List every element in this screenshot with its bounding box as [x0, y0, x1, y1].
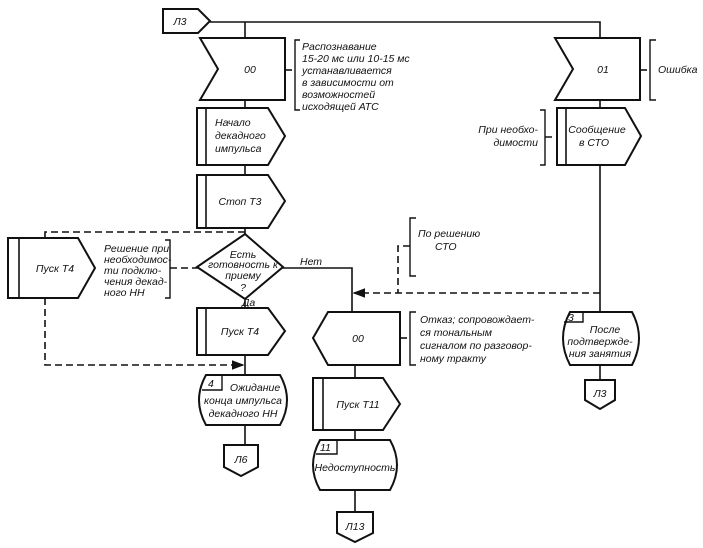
state-3: 3 После подтвержде- ния занятия [562, 311, 640, 366]
svg-text:3: 3 [568, 312, 574, 324]
connector-l13: Л13 [336, 511, 374, 544]
comment-sto-decision: По решению СТО [409, 217, 480, 277]
svg-text:чения декад-: чения декад- [104, 276, 168, 288]
svg-text:Л3: Л3 [592, 388, 606, 400]
svg-text:возможностей: возможностей [302, 89, 375, 101]
svg-text:?: ? [240, 282, 246, 294]
task-stop-t3: Стоп Т3 [196, 174, 287, 229]
svg-text:Есть: Есть [230, 249, 257, 261]
svg-text:Пуск Т4: Пуск Т4 [36, 263, 74, 275]
svg-text:00: 00 [244, 64, 256, 76]
svg-text:Отказ; сопровождает-: Отказ; сопровождает- [420, 314, 535, 326]
svg-text:необходимос-: необходимос- [104, 254, 172, 266]
connector-l3-out: Л3 [584, 379, 616, 411]
task-t11: Пуск Т11 [312, 377, 402, 431]
svg-text:подтвержде-: подтвержде- [567, 336, 633, 348]
svg-text:в СТО: в СТО [579, 137, 609, 149]
state-4: 4 Ожидание конца импульса декадного НН [198, 374, 288, 426]
svg-text:Ожидание: Ожидание [230, 382, 280, 394]
svg-text:приему: приему [225, 270, 261, 282]
svg-text:11: 11 [320, 442, 331, 454]
svg-text:01: 01 [597, 64, 609, 76]
svg-text:Ошибка: Ошибка [658, 64, 698, 76]
svg-text:импульса: импульса [215, 143, 262, 155]
task-mid-t4: Пуск Т4 [196, 307, 287, 356]
svg-text:ного НН: ного НН [104, 287, 145, 299]
label-no: Нет [300, 256, 322, 268]
connector-l6: Л6 [223, 444, 259, 478]
svg-text:Решение при: Решение при [104, 243, 169, 255]
svg-text:СТО: СТО [435, 241, 457, 253]
comment-if-needed: При необхо- димости [478, 109, 546, 166]
svg-text:Недоступность: Недоступность [315, 462, 396, 474]
comment-refusal: Отказ; сопровождает- ся тональным сигнал… [409, 311, 535, 366]
svg-text:декадного: декадного [215, 130, 266, 142]
input-signal-01: 01 [553, 37, 641, 101]
svg-text:сигналом по разговор-: сигналом по разговор- [420, 340, 532, 352]
svg-text:ся тональным: ся тональным [420, 327, 492, 339]
svg-text:ти подклю-: ти подклю- [104, 265, 162, 277]
decision-ready: Есть готовность к приему ? Нет Да [195, 232, 322, 309]
svg-text:ния занятия: ния занятия [569, 348, 632, 360]
comment-recognition: Распознавание 15-20 мс или 10-15 мс уста… [294, 39, 410, 113]
svg-text:Л6: Л6 [233, 454, 247, 466]
output-message-sto: Сообщение в СТО [556, 107, 643, 166]
svg-text:конца импульса: конца импульса [204, 395, 282, 407]
state-11: 11 Недоступность [312, 439, 398, 491]
input-signal-00: 00 [198, 37, 286, 101]
svg-text:димости: димости [493, 137, 538, 149]
label-yes: Да [241, 297, 255, 309]
svg-text:4: 4 [208, 378, 214, 390]
task-start-pulse: Начало декадного импульса [196, 107, 287, 166]
svg-text:Стоп Т3: Стоп Т3 [219, 196, 262, 208]
flow-lines [44, 21, 650, 512]
svg-text:Начало: Начало [215, 117, 251, 129]
comment-decade-decision: Решение при необходимос- ти подклю- чени… [104, 239, 172, 299]
svg-text:готовность к: готовность к [208, 259, 279, 271]
svg-text:ному тракту: ному тракту [420, 353, 487, 365]
svg-text:При необхо-: При необхо- [478, 124, 538, 136]
comment-error: Ошибка [649, 39, 698, 101]
svg-text:Пуск Т4: Пуск Т4 [221, 326, 259, 338]
output-signal-00: 00 [311, 311, 401, 366]
svg-text:устанавливается: устанавливается [301, 65, 392, 77]
svg-text:После: После [590, 324, 621, 336]
svg-text:исходящей АТС: исходящей АТС [302, 101, 379, 113]
svg-text:По решению: По решению [418, 228, 480, 240]
task-left-t4: Пуск Т4 [7, 237, 97, 299]
svg-text:Л13: Л13 [345, 521, 365, 533]
svg-text:декадного НН: декадного НН [209, 408, 278, 420]
svg-text:Сообщение: Сообщение [568, 124, 626, 136]
svg-text:Пуск Т11: Пуск Т11 [336, 399, 379, 411]
svg-text:00: 00 [352, 333, 364, 345]
svg-text:Распознавание: Распознавание [302, 41, 377, 53]
svg-text:Л3: Л3 [172, 16, 186, 28]
connector-l3-in: Л3 [162, 8, 212, 34]
svg-text:15-20 мс или 10-15 мс: 15-20 мс или 10-15 мс [302, 53, 410, 65]
svg-text:в зависимости от: в зависимости от [302, 77, 394, 89]
